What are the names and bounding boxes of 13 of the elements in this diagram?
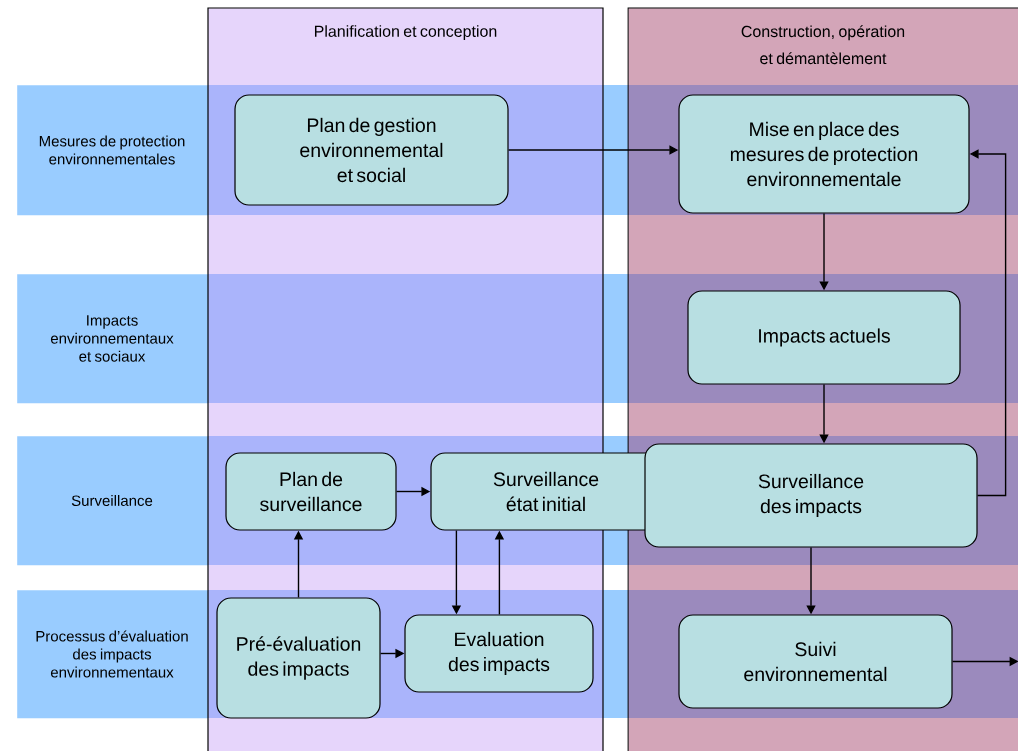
process-box: Evaluation des impacts [404, 614, 594, 693]
process-box: Suivi environnemental [678, 614, 953, 709]
process-box: Plan de gestion environnemental et social [234, 94, 509, 206]
row-band: Processus d’évaluation des impacts environnementaux [17, 590, 209, 719]
process-box: Plan de surveillance [225, 452, 397, 531]
row-band: Mesures de protection environnementales [17, 85, 209, 216]
process-box: Pré-évaluation des impacts [216, 597, 381, 719]
row-band: Surveillance [17, 436, 209, 566]
process-box: Surveillance état initial [430, 452, 662, 531]
process-box: Surveillance des impacts [644, 443, 978, 548]
process-box: Impacts actuels [687, 290, 961, 385]
row-band: Impacts environnementaux et sociaux [17, 274, 209, 404]
process-box: Mise en place des mesures de protection environnementale [678, 94, 970, 214]
